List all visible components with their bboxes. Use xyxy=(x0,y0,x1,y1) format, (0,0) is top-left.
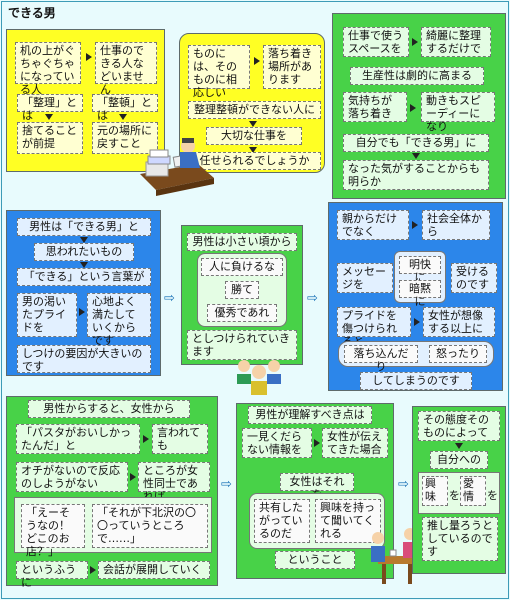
box-word-capable: 「できる」という言葉が xyxy=(17,268,151,286)
box-be-excellent: 優秀であれ xyxy=(207,304,277,322)
box-discipline: しつけの要因が大きいのです xyxy=(17,345,151,373)
box-angry: 怒ったり xyxy=(429,345,487,363)
box-from-men: 男性からすると、女性から xyxy=(28,400,190,418)
arrow-right xyxy=(314,439,320,447)
box-want-to-be: 思われたいもの xyxy=(34,243,134,261)
box-even-told: 言われても xyxy=(152,424,208,454)
arrow-right xyxy=(412,221,418,229)
page-title: できる男 xyxy=(8,6,56,20)
box-listen-interest: 興味を持って聞いてくれる xyxy=(315,499,381,543)
arrow-right xyxy=(90,566,96,574)
arrow-down xyxy=(80,237,88,243)
box-like-this: というふうに xyxy=(16,561,88,589)
box-no-punchline: オチがないので反応のしようがない xyxy=(16,462,128,492)
box-want-capable: 男性は「できる男」と xyxy=(17,218,151,236)
box-cannot-organize: 整理整頓ができない人に xyxy=(188,101,321,119)
flow-arrow-icon: ⇨ xyxy=(164,291,175,306)
box-really: 「えーそうなの！どこのお店？」 xyxy=(21,504,85,558)
box-explicit: 明快に xyxy=(399,256,441,284)
box-productivity: 生産性は劇的に高まる xyxy=(350,67,484,85)
box-return-place: 元の場所に戻すこと xyxy=(92,122,158,154)
box-toward-self: 自分への xyxy=(430,451,488,469)
box-work-space: 仕事で使うスペースを xyxy=(343,27,409,57)
box-not-parents: 親からだけでなく xyxy=(337,210,409,240)
flow-arrow-icon: ⇨ xyxy=(221,477,232,492)
box-since-young: 男性は小さい頃から xyxy=(187,233,297,251)
box-more-than-women: 女性が想像する以上に xyxy=(423,307,495,337)
box-implicit: 暗黙に xyxy=(399,280,441,308)
arrow-right xyxy=(414,318,420,326)
box-proper-place: 落ち着き場所があります xyxy=(263,45,321,89)
box-dont-lose: 人に負けるな xyxy=(201,258,283,276)
box-clean-organize: 綺麗に整理するだけで xyxy=(421,27,491,57)
box-important-work: 大切な仕事を xyxy=(206,127,302,145)
box-things: ものには、そのものに相応しい xyxy=(188,45,250,99)
box-win: 勝て xyxy=(225,281,259,299)
box-disciplined: としつけられていきます xyxy=(187,330,297,360)
box-shimokitazawa: 「それが下北沢の〇〇っていうところで……」 xyxy=(92,504,208,548)
arrow-right xyxy=(143,435,149,443)
arrow-down xyxy=(249,121,257,127)
arrow-down xyxy=(119,114,127,120)
box-speedy: 動きもスピーディーになり xyxy=(421,92,495,133)
box-should-understand: 男性が理解すべき点は xyxy=(248,406,372,424)
box-trivial-info: 一見くだらない情報を xyxy=(242,428,312,458)
arrow-right xyxy=(79,308,85,316)
flow-arrow-icon: ⇨ xyxy=(398,477,409,492)
box-evident: なった気がすることからも明らか xyxy=(343,160,489,190)
box-seiton: 「整頓」とは xyxy=(92,94,158,122)
box-seiri: 「整理」とは xyxy=(17,94,83,122)
arrow-right xyxy=(254,57,260,65)
messy-desk-illustration xyxy=(140,138,214,196)
box-interest: 興味 xyxy=(422,476,448,506)
arrow-right xyxy=(410,104,416,112)
box-message: メッセージを xyxy=(337,263,393,293)
box-love: 愛情 xyxy=(460,476,486,506)
box-pasta: 「パスタがおいしかったんだ」と xyxy=(16,424,140,454)
box-no-capable: 仕事のできる人などいません xyxy=(95,42,157,96)
box-self-capable: 自分でも「できる男」に xyxy=(343,134,489,152)
box-calm: 気持ちが落ち着き xyxy=(343,92,407,122)
arrow-down xyxy=(249,147,257,153)
box-conversation: 会話が展開していく xyxy=(98,561,210,579)
box-messy-desk: 机の上がぐちゃぐちゃになっている人 xyxy=(15,42,81,96)
arrow-down xyxy=(45,114,53,120)
particle-wo: を xyxy=(487,489,498,502)
box-gauge: 推し量ろうとしているのです xyxy=(422,517,498,561)
box-pride-hurt: プライドを傷つけられると xyxy=(337,307,411,348)
arrow-down xyxy=(80,262,88,268)
box-dry-pride: 男の渇いたプライドを xyxy=(17,293,77,337)
box-attitude: その態度そのものによって xyxy=(418,411,500,441)
box-satisfy: 心地よく満たしていくからです xyxy=(87,293,151,347)
box-women-it: 女性はそれを xyxy=(280,473,354,501)
box-that-is: ということ xyxy=(275,551,355,569)
arrow-down xyxy=(412,153,420,159)
box-share: 共有したがっているのだ xyxy=(254,499,310,543)
box-end-up: してしまうのです xyxy=(360,372,472,390)
box-depressed: 落ち込んだり xyxy=(344,345,418,373)
box-entrust: 任せられるでしょうか xyxy=(188,152,321,170)
arrow-right xyxy=(130,473,136,481)
box-society: 社会全体から xyxy=(422,210,490,240)
box-woman-tells: 女性が伝えてきた場合 xyxy=(322,428,388,458)
flow-arrow-icon: ⇨ xyxy=(307,291,318,306)
arrow-down xyxy=(455,443,463,449)
arrow-right xyxy=(86,53,92,61)
particle-wo: を xyxy=(449,489,460,502)
box-discard: 捨てることが前提 xyxy=(17,122,83,154)
box-receive: 受けるのです xyxy=(451,263,497,293)
box-between-women: ところが女性同士であれば xyxy=(138,462,210,503)
arrow-right xyxy=(412,38,418,46)
people-illustration xyxy=(237,360,281,395)
